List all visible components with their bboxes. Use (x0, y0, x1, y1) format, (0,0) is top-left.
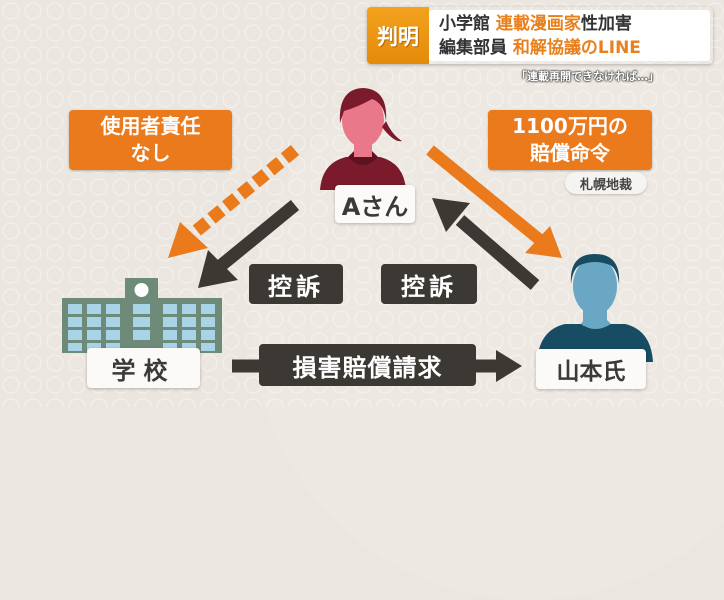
orange-arrow-icon (426, 145, 562, 258)
node-yamamoto: 山本氏 (536, 349, 646, 389)
appeal-left-label: 控訴 (249, 264, 343, 304)
appeal-right-label: 控訴 (381, 264, 477, 304)
banner-text: 性加害 (580, 13, 632, 34)
banner-body: 小学館 連載漫画家性加害 編集部員 和解協議のLINE (429, 10, 710, 61)
headline-banner: 判明 小学館 連載漫画家性加害 編集部員 和解協議のLINE (367, 7, 713, 64)
dark-arrow-appeal-left-icon (198, 199, 300, 288)
banner-line-2: 編集部員 和解協議のLINE (439, 36, 710, 60)
banner-line-1: 小学館 連載漫画家性加害 (439, 12, 710, 36)
court-pill: 札幌地裁 (565, 172, 647, 194)
dashed-orange-arrow-icon (168, 144, 300, 258)
woman-avatar-icon (320, 88, 406, 190)
damages-claim-label: 損害賠償請求 (259, 344, 476, 386)
banner-tag: 判明 (367, 7, 429, 64)
no-employer-liability-note: 使用者責任 なし (69, 110, 232, 170)
note-text: 使用者責任 (100, 114, 201, 138)
banner-text: 編集部員 (439, 37, 513, 58)
damages-order-note: 1100万円の 賠償命令 (488, 110, 652, 170)
banner-text: 小学館 (439, 13, 496, 34)
node-a-san: Aさん (335, 185, 415, 223)
banner-subcaption: 「連載再開できなければ…」 (516, 70, 659, 83)
note-text: なし (130, 141, 171, 165)
man-avatar-icon (537, 254, 653, 362)
school-building-icon (62, 278, 222, 353)
node-school: 学校 (87, 348, 200, 388)
banner-highlight: 連載漫画家 (495, 13, 581, 34)
note-text: 賠償命令 (530, 141, 610, 165)
banner-highlight: 和解協議のLINE (512, 37, 641, 58)
note-text: 1100万円の (512, 114, 628, 138)
dark-arrow-appeal-right-icon (432, 198, 540, 290)
